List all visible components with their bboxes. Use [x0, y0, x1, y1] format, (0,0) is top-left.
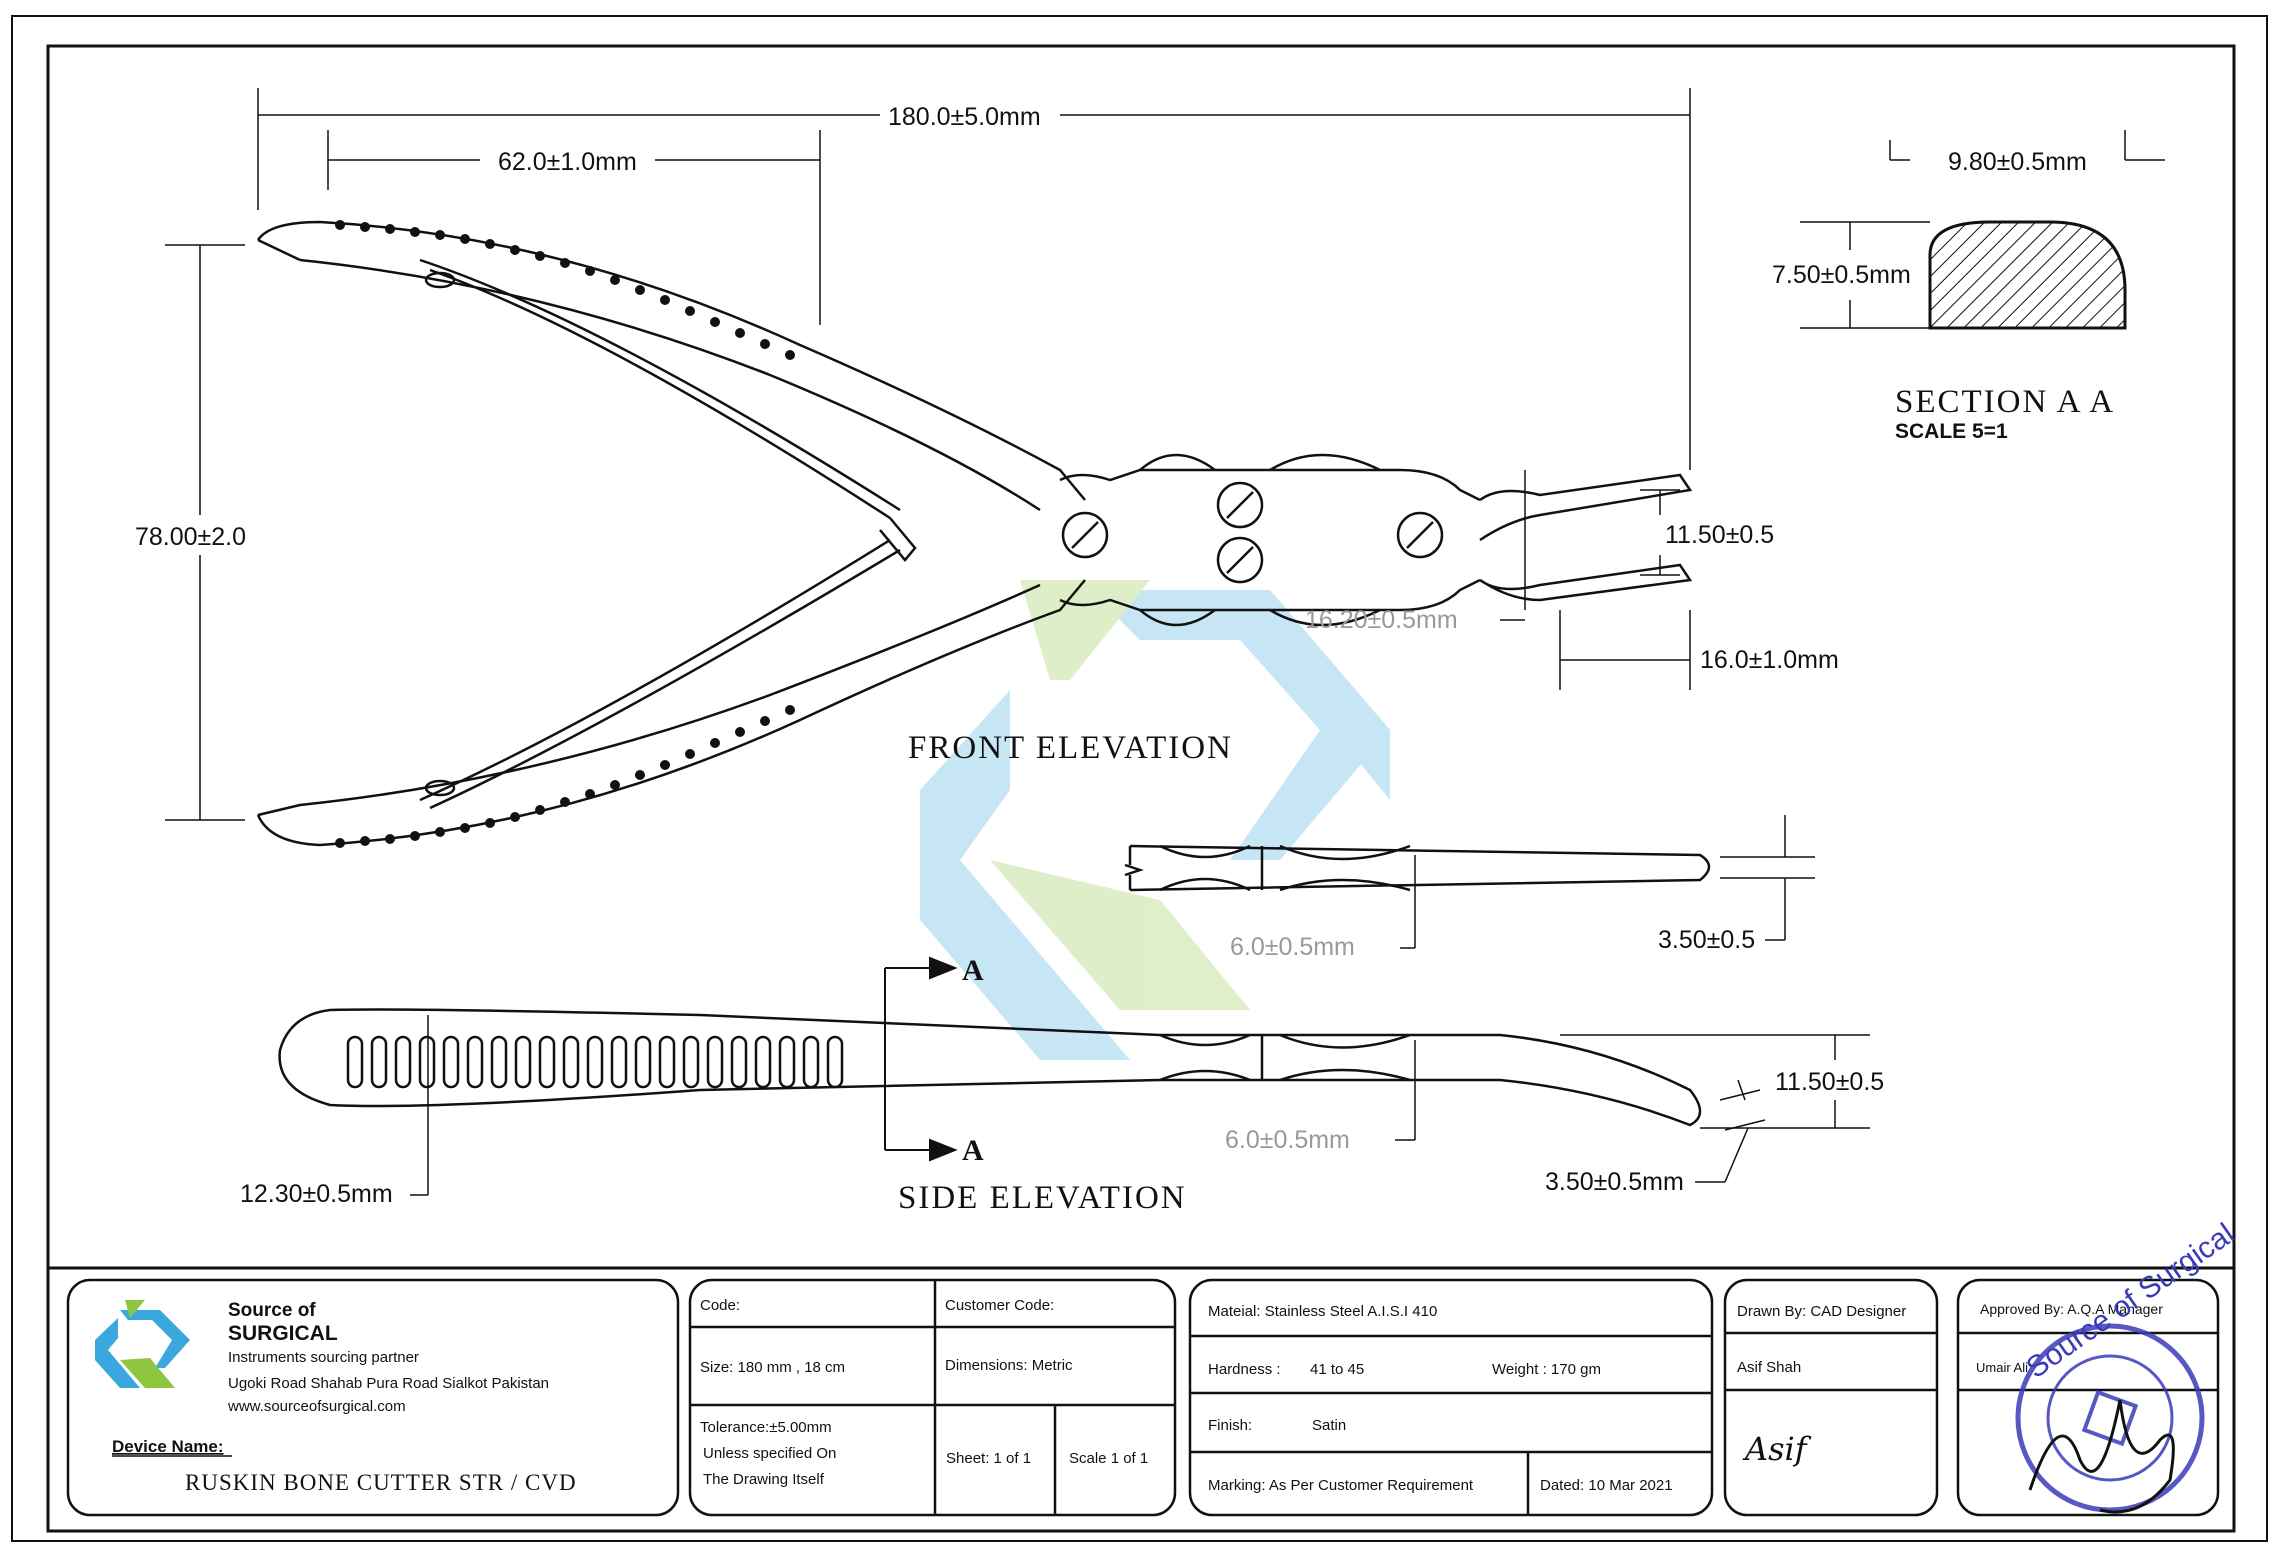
outer-border — [11, 15, 2268, 1542]
watermark-logo — [920, 580, 1390, 1060]
dim-jaw-length: 16.20±0.5mm — [1305, 606, 1458, 634]
drawer-name: Asif Shah — [1737, 1359, 1801, 1376]
device-label: Device Name: — [112, 1437, 224, 1456]
section-title: SECTION A A — [1895, 384, 2115, 420]
drawn-by-field: Drawn By: CAD Designer — [1737, 1303, 1906, 1320]
dim-tip-length: 16.0±1.0mm — [1700, 646, 1839, 674]
approver-name: Umair Ali — [1976, 1360, 2028, 1375]
marking-field: Marking: As Per Customer Requirement — [1208, 1477, 1474, 1494]
approval-stamp — [2015, 1323, 2205, 1513]
scale-field: Scale 1 of 1 — [1069, 1450, 1148, 1467]
dim-handle-width: 12.30±0.5mm — [240, 1180, 393, 1208]
company-line2: SURGICAL — [228, 1322, 338, 1345]
company-line1: Source of — [228, 1300, 316, 1321]
weight-field: Weight : 170 gm — [1492, 1361, 1601, 1378]
dim-side-tip: 3.50±0.5mm — [1545, 1168, 1684, 1196]
section-marker-bottom: A — [962, 1134, 986, 1167]
side-elevation-title: SIDE ELEVATION — [898, 1180, 1187, 1216]
dim-jaw-width: 11.50±0.5 — [1665, 521, 1774, 549]
approver-signature — [2028, 1399, 2175, 1514]
dim-section-width: 9.80±0.5mm — [1948, 148, 2087, 176]
approved-by-field: Approved By: A.Q.A Manager — [1980, 1301, 2163, 1317]
hardness-label: Hardness : — [1208, 1361, 1281, 1378]
dim-side-thickness: 6.0±0.5mm — [1225, 1126, 1350, 1154]
finish-label: Finish: — [1208, 1417, 1252, 1434]
top-view-drawing — [1124, 844, 1711, 892]
dated-field: Dated: 10 Mar 2021 — [1540, 1477, 1673, 1494]
company-website: www.sourceofsurgical.com — [227, 1398, 406, 1415]
section-arrows — [884, 956, 958, 1162]
section-a-a-drawing — [1928, 220, 2127, 330]
tolerance-line2: Unless specified On — [703, 1445, 836, 1462]
handle-slots — [346, 1035, 844, 1089]
dim-handle-length: 62.0±1.0mm — [498, 148, 637, 176]
finish-value: Satin — [1312, 1417, 1346, 1434]
hardness-value: 41 to 45 — [1310, 1361, 1364, 1378]
front-elevation-title: FRONT ELEVATION — [908, 730, 1233, 766]
side-dimension-lines — [410, 1015, 1870, 1196]
company-address: Ugoki Road Shahab Pura Road Sialkot Paki… — [228, 1375, 549, 1392]
tolerance-line1: Tolerance:±5.00mm — [700, 1419, 832, 1436]
sheet-field: Sheet: 1 of 1 — [946, 1450, 1031, 1467]
inner-border — [46, 44, 2236, 1533]
dim-top-tip: 3.50±0.5 — [1658, 926, 1755, 954]
code-field: Code: — [700, 1297, 740, 1314]
dim-section-height: 7.50±0.5mm — [1772, 261, 1911, 289]
handle-serrations — [335, 220, 795, 848]
dim-side-jaw: 11.50±0.5 — [1775, 1068, 1884, 1096]
section-marker-top: A — [962, 954, 986, 987]
side-elevation-drawing — [278, 1008, 1702, 1127]
title-block-boxes — [66, 1278, 2220, 1517]
dim-opening: 78.00±2.0 — [135, 523, 246, 551]
section-scale: SCALE 5=1 — [1895, 420, 2008, 443]
material-field: Mateial: Stainless Steel A.I.S.I 410 — [1208, 1303, 1437, 1320]
top-view-dimensions — [1400, 815, 1815, 949]
customer-code-field: Customer Code: — [945, 1297, 1054, 1314]
front-dimension-lines — [165, 88, 2165, 821]
drawer-signature: Asif — [1742, 1430, 1812, 1468]
company-logo — [95, 1300, 190, 1388]
size-field: Size: 180 mm , 18 cm — [700, 1359, 845, 1376]
dim-top-thickness: 6.0±0.5mm — [1230, 933, 1355, 961]
front-elevation-drawing — [256, 220, 1693, 847]
dim-overall-length: 180.0±5.0mm — [888, 103, 1041, 131]
device-name: RUSKIN BONE CUTTER STR / CVD — [185, 1470, 577, 1495]
company-tagline: Instruments sourcing partner — [228, 1349, 419, 1366]
dimensions-field: Dimensions: Metric — [945, 1357, 1073, 1374]
tolerance-line3: The Drawing Itself — [703, 1471, 825, 1488]
